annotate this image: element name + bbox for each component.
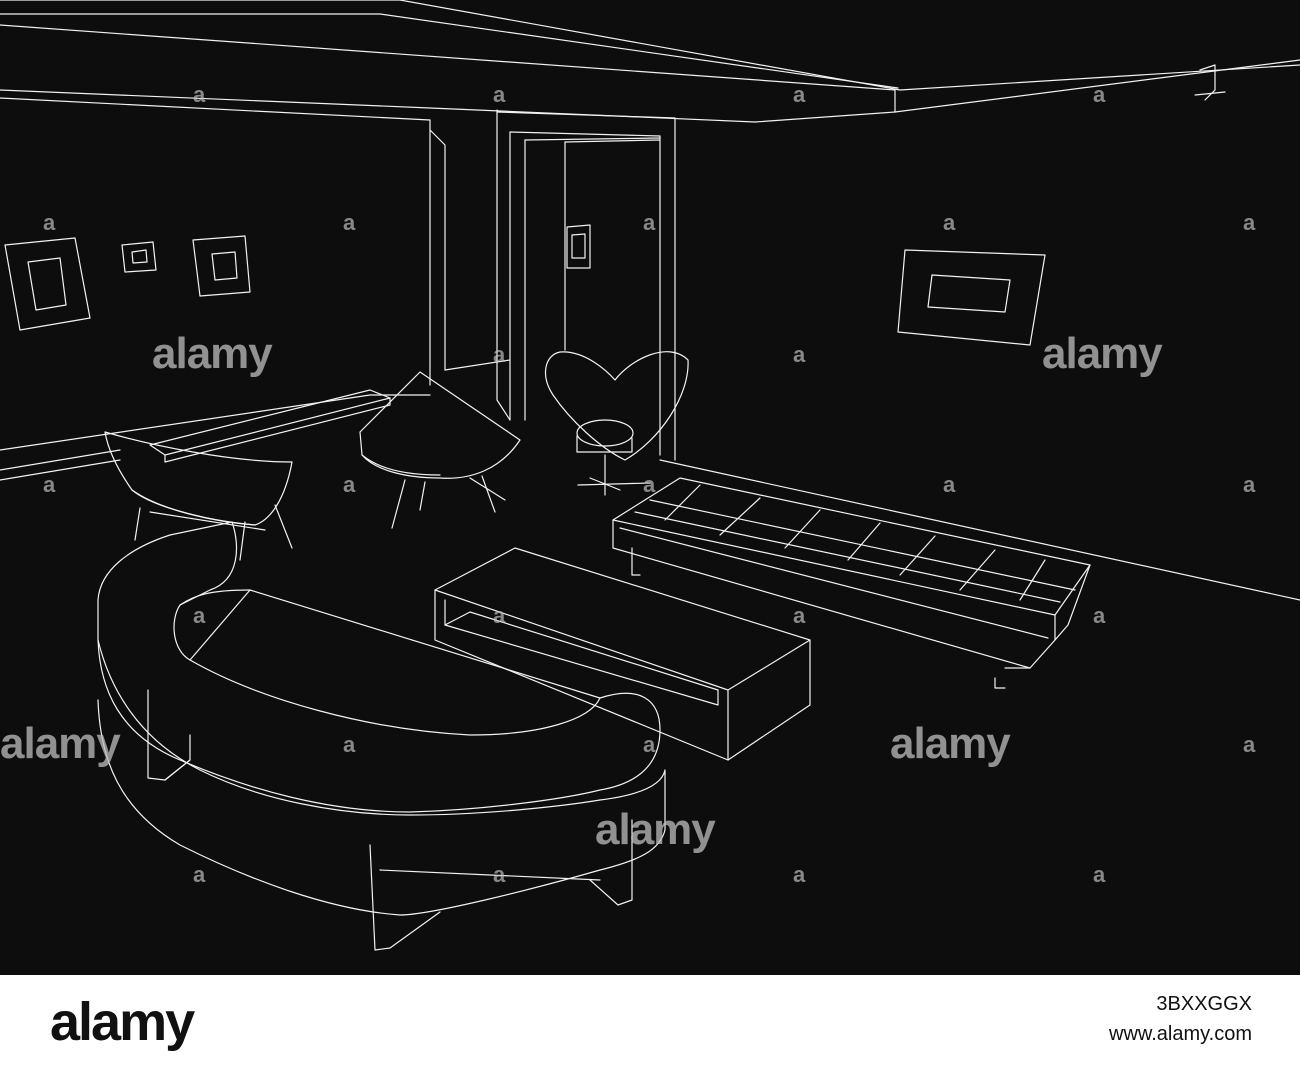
ceiling-fixture bbox=[1194, 64, 1226, 101]
watermark-mark: a bbox=[1243, 732, 1256, 757]
watermark-text: alamy bbox=[1042, 329, 1163, 378]
watermark-text: alamy bbox=[595, 805, 716, 854]
watermark-mark: a bbox=[643, 472, 656, 497]
watermark-mark: a bbox=[493, 342, 506, 367]
tufted-daybed bbox=[612, 477, 1091, 689]
watermark-text: alamy bbox=[152, 329, 273, 378]
watermark-mark: a bbox=[193, 862, 206, 887]
watermark-mark: a bbox=[643, 732, 656, 757]
coffee-table bbox=[434, 547, 811, 761]
watermark-mark: a bbox=[793, 342, 806, 367]
watermark-mark: a bbox=[343, 472, 356, 497]
watermark-mark: a bbox=[193, 603, 206, 628]
watermark-mark: a bbox=[43, 210, 56, 235]
watermark-mark: a bbox=[343, 210, 356, 235]
watermark-mark: a bbox=[943, 472, 956, 497]
watermark-mark: a bbox=[643, 210, 656, 235]
heart-chair bbox=[544, 351, 689, 496]
watermark-mark: a bbox=[493, 862, 506, 887]
watermark-text: alamy bbox=[0, 719, 121, 768]
footer-logo: alamy bbox=[50, 992, 195, 1052]
watermark-mark: a bbox=[1243, 472, 1256, 497]
wall-frames bbox=[4, 224, 1046, 346]
watermark-mark: a bbox=[493, 603, 506, 628]
footer-url: www.alamy.com bbox=[1109, 1023, 1252, 1045]
watermark-mark: a bbox=[793, 82, 806, 107]
line-drawing-artwork: alamy alamy alamy alamy alamy a a a a a … bbox=[0, 0, 1300, 975]
triangle-chair bbox=[359, 371, 521, 529]
image-id: 3BXXGGX bbox=[1156, 993, 1252, 1015]
watermark-mark: a bbox=[343, 732, 356, 757]
watermark-mark: a bbox=[793, 603, 806, 628]
left-lounge-chair bbox=[104, 431, 293, 561]
watermark-mark: a bbox=[1093, 862, 1106, 887]
interior-sketch bbox=[0, 0, 1300, 951]
watermark-mark: a bbox=[1093, 82, 1106, 107]
watermark-mark: a bbox=[493, 82, 506, 107]
watermark-mark: a bbox=[193, 82, 206, 107]
sofa bbox=[97, 521, 666, 951]
watermark-mark: a bbox=[43, 472, 56, 497]
watermark-mark: a bbox=[793, 862, 806, 887]
stock-footer: alamy 3BXXGGX www.alamy.com bbox=[0, 975, 1300, 1065]
watermark-text: alamy bbox=[890, 719, 1011, 768]
watermark-mark: a bbox=[1243, 210, 1256, 235]
room-outline bbox=[0, 0, 1300, 601]
watermark-mark: a bbox=[943, 210, 956, 235]
watermark-mark: a bbox=[1093, 603, 1106, 628]
